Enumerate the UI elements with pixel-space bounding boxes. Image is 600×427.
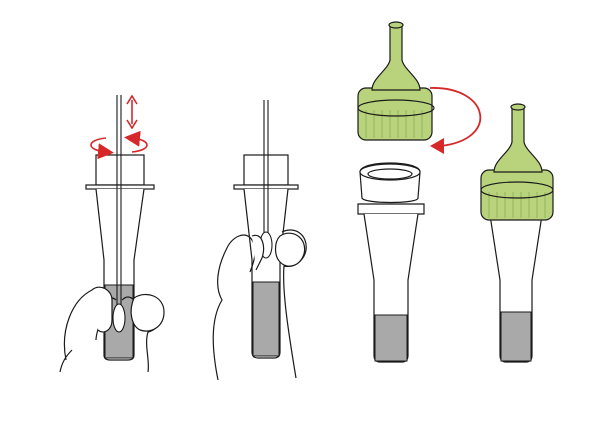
- step-2-panel: [212, 100, 307, 381]
- step-4-dropper-cap: [480, 103, 554, 221]
- step-1-swab: [112, 95, 126, 333]
- step-4-panel: [480, 103, 554, 363]
- up-down-arrow-icon: [126, 94, 138, 130]
- step-3-dropper-cap: [357, 21, 435, 141]
- step-4-liquid: [500, 311, 532, 362]
- step-3-liquid: [374, 314, 408, 362]
- step-2-liquid: [252, 281, 280, 357]
- step-1-panel: [59, 94, 165, 373]
- step-3-panel: [357, 21, 482, 363]
- rotate-arrow-icon: [429, 87, 482, 147]
- rotate-arrow-icon: [90, 130, 148, 160]
